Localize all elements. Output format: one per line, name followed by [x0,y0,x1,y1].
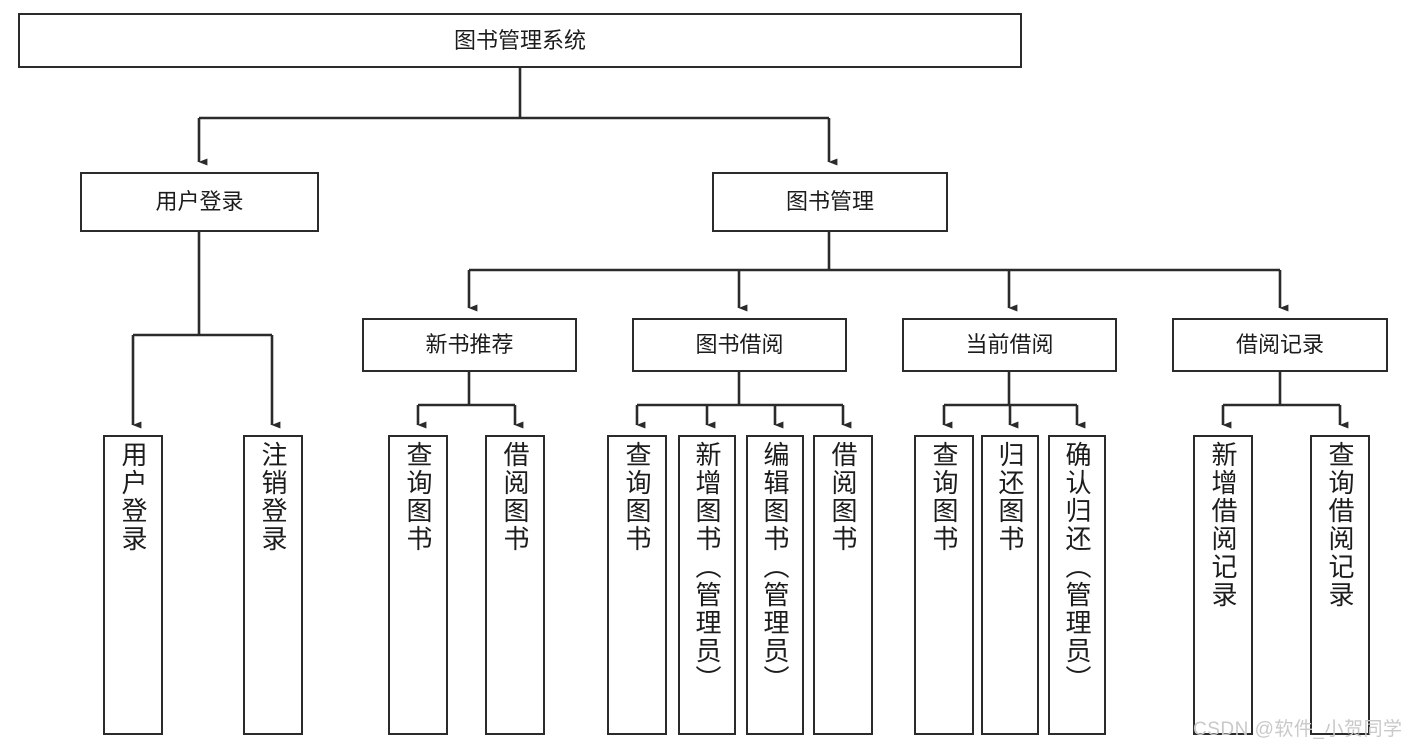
node-leaf-query-record[interactable]: 查询借阅记录 [1310,435,1370,735]
node-current-borrow[interactable]: 当前借阅 [902,318,1117,372]
edge-root-to-level1 [197,68,838,166]
node-leaf-query-book-2-label: 查询图书 [622,441,652,553]
node-leaf-confirm-return[interactable]: 确认归还（管理员） [1048,435,1106,735]
node-book-manage[interactable]: 图书管理 [712,172,948,232]
node-leaf-query-book-2[interactable]: 查询图书 [607,435,667,735]
edge-book-borrow-to-leaves [635,372,852,429]
node-root-label: 图书管理系统 [453,27,586,53]
node-leaf-user-login-label: 用户登录 [118,441,148,553]
edge-user-login-to-leaves [131,232,281,429]
node-leaf-return-book[interactable]: 归还图书 [981,435,1039,735]
node-leaf-return-book-label: 归还图书 [995,441,1025,553]
node-book-manage-label: 图书管理 [785,189,874,215]
node-new-book-recommend-label: 新书推荐 [425,332,514,358]
node-current-borrow-label: 当前借阅 [965,332,1054,358]
node-leaf-borrow-book-2[interactable]: 借阅图书 [813,435,873,735]
node-book-borrow[interactable]: 图书借阅 [632,318,847,372]
node-leaf-query-record-label: 查询借阅记录 [1325,441,1355,609]
node-leaf-confirm-return-label: 确认归还（管理员） [1062,441,1092,693]
edge-book-manage-to-level2 [467,232,1289,312]
node-leaf-query-book-3-label: 查询图书 [929,441,959,553]
node-leaf-user-logout-label: 注销登录 [258,441,288,553]
node-user-login[interactable]: 用户登录 [80,172,319,232]
node-borrow-record[interactable]: 借阅记录 [1172,318,1388,372]
node-leaf-add-record-label: 新增借阅记录 [1208,441,1238,609]
node-borrow-record-label: 借阅记录 [1235,332,1324,358]
node-user-login-label: 用户登录 [155,189,244,215]
node-leaf-query-book-3[interactable]: 查询图书 [914,435,974,735]
node-leaf-user-login[interactable]: 用户登录 [103,435,163,735]
node-leaf-add-book[interactable]: 新增图书（管理员） [678,435,736,735]
node-leaf-user-logout[interactable]: 注销登录 [243,435,303,735]
node-new-book-recommend[interactable]: 新书推荐 [362,318,577,372]
edge-current-borrow-to-leaves [942,372,1086,429]
edge-new-book-recommend-to-leaves [416,372,524,429]
node-leaf-borrow-book-2-label: 借阅图书 [828,441,858,553]
node-leaf-query-book-1[interactable]: 查询图书 [388,435,448,735]
node-leaf-edit-book[interactable]: 编辑图书（管理员） [746,435,804,735]
node-leaf-add-record[interactable]: 新增借阅记录 [1193,435,1253,735]
node-leaf-query-book-1-label: 查询图书 [403,441,433,553]
node-leaf-edit-book-label: 编辑图书（管理员） [760,441,790,693]
node-leaf-borrow-book-1-label: 借阅图书 [500,441,530,553]
node-root[interactable]: 图书管理系统 [18,13,1022,68]
node-leaf-add-book-label: 新增图书（管理员） [692,441,722,693]
node-book-borrow-label: 图书借阅 [695,332,784,358]
edge-borrow-record-to-leaves [1221,372,1349,429]
node-leaf-borrow-book-1[interactable]: 借阅图书 [485,435,545,735]
